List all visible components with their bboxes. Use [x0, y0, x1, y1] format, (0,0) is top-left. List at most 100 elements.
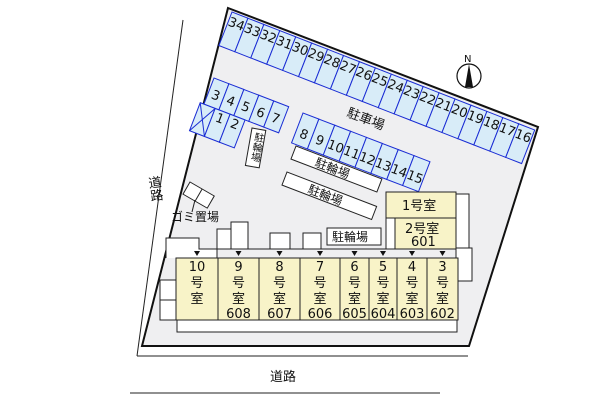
entrance-arrow-icon	[317, 251, 323, 256]
bike-shed-small: 駐輪場	[244, 127, 267, 169]
room-suffix2: 室	[190, 291, 203, 307]
parking-space-number: 32	[258, 27, 279, 47]
room-suffix2: 室	[405, 291, 418, 307]
parking-space-number: 20	[449, 102, 470, 122]
parking-space-number: 29	[305, 46, 326, 66]
room-num: 7	[316, 260, 324, 275]
room-num: 8	[275, 260, 283, 275]
parking-space-number: 13	[373, 156, 394, 176]
parking-space-number: 16	[512, 127, 533, 147]
parking-space: 32	[250, 23, 281, 65]
parking-space: 13	[370, 142, 399, 181]
parking-space: 15	[401, 154, 431, 193]
parking-space	[188, 102, 216, 138]
room-num: 6	[350, 260, 358, 275]
road-label-left: 道路	[145, 175, 164, 203]
room-suffix1: 号	[232, 276, 245, 291]
parking-space: 24	[377, 73, 408, 115]
room-num: 10	[189, 260, 206, 275]
parking-space: 27	[329, 54, 361, 96]
room-suffix2: 室	[376, 291, 389, 307]
room-suffix2: 室	[313, 291, 326, 307]
bike-shed-3: 駐輪場	[326, 227, 382, 246]
room-suffix2: 室	[348, 291, 361, 307]
north-compass-icon: N	[456, 54, 482, 89]
parking-space: 16	[505, 123, 536, 165]
parking-space: 6	[248, 94, 275, 128]
bike-shed-3-label: 駐輪場	[332, 229, 368, 244]
parking-space-number: 12	[357, 150, 378, 170]
room-number: 608	[226, 307, 251, 322]
room-suffix2: 室	[436, 291, 449, 307]
north-label: N	[464, 54, 471, 65]
room-number: 604	[371, 307, 396, 322]
parking-space-number: 22	[417, 89, 438, 109]
parking-space-number: 33	[242, 21, 263, 41]
parking-space: 14	[386, 148, 415, 187]
room-suffix1: 号	[348, 276, 361, 291]
room-2-name: 2号室	[405, 221, 439, 237]
room-2: 2号室 601	[385, 217, 457, 250]
parking-space: 18	[473, 110, 504, 152]
parking-space-number: 15	[404, 168, 425, 188]
parking-space: 1	[203, 107, 231, 143]
parking-space-number: 23	[401, 83, 422, 103]
parking-space-number: 19	[465, 108, 486, 128]
parking-space: 12	[354, 136, 384, 174]
road-label-bottom: 道路	[270, 369, 296, 385]
room-1: 1号室	[385, 191, 457, 219]
room-suffix1: 号	[313, 276, 326, 291]
room-num: 4	[408, 260, 416, 275]
building-annex	[159, 193, 473, 321]
room-num: 9	[234, 260, 242, 275]
entrance-arrow-icon	[194, 251, 200, 256]
parking-space-number: 34	[226, 15, 247, 35]
parking-space: 7	[263, 100, 290, 134]
parking-space-number: 30	[289, 40, 310, 60]
entrance-arrow-icon	[276, 251, 283, 256]
room-suffix1: 号	[436, 276, 449, 291]
room-number: 606	[308, 307, 333, 322]
parking-space: 21	[425, 92, 456, 134]
room-1-name: 1号室	[402, 198, 436, 214]
parking-space: 34	[218, 11, 249, 53]
room-suffix2: 室	[232, 291, 245, 307]
parking-space: 28	[313, 48, 345, 90]
parking-space: 10	[322, 124, 352, 162]
parking-space-number: 26	[353, 65, 374, 85]
parking-space-number: 10	[325, 137, 346, 157]
parking-space-number: 28	[321, 52, 342, 72]
parking-space-number: 24	[385, 77, 406, 97]
garbage-label: ゴミ置場	[171, 209, 219, 224]
road-edge-left	[136, 19, 184, 357]
parking-space: 23	[393, 79, 424, 121]
parking-space-number: 17	[497, 120, 518, 140]
parking-space-number: 31	[274, 34, 295, 54]
entrance-arrow-icon	[351, 251, 358, 256]
room-suffix1: 号	[376, 276, 389, 291]
room-suffix2: 室	[273, 291, 286, 307]
room-num: 5	[379, 260, 387, 275]
entrance-arrow-icon	[439, 251, 446, 256]
parking-space: 22	[409, 85, 440, 127]
room-number: 602	[430, 307, 455, 322]
room-number: 605	[342, 307, 367, 322]
room-suffix1: 号	[405, 276, 418, 291]
room-number: 607	[267, 307, 292, 322]
parking-space-number: 11	[341, 143, 362, 163]
parking-space-number: 18	[481, 114, 502, 134]
entrance-arrow-icon	[235, 251, 242, 256]
entrance-arrow-icon	[409, 251, 415, 256]
